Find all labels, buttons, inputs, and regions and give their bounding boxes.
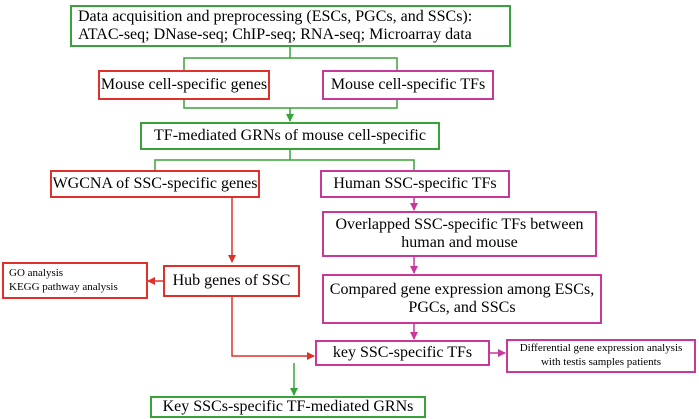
box-key-ssc-specific-tfs: key SSC-specific TFs — [315, 340, 490, 366]
box-wgcna: WGCNA of SSC-specific genes — [50, 170, 260, 198]
connector-merge-grn — [183, 100, 398, 121]
box-overlapped-tfs: Overlapped SSC-specific TFs between huma… — [322, 211, 597, 257]
arrow-hub-keytfs — [231, 297, 315, 360]
box-tf-mediated-grns: TF-mediated GRNs of mouse cell-specific — [140, 122, 440, 150]
box-data-acquisition: Data acquisition and preprocessing (ESCs… — [70, 5, 511, 47]
box-mouse-cell-specific-genes: Mouse cell-specific genes — [98, 70, 270, 100]
box-mouse-cell-specific-tfs: Mouse cell-specific TFs — [322, 70, 494, 100]
connector-data-split — [183, 47, 398, 70]
box-compared-gene-expression: Compared gene expression among ESCs, PGC… — [322, 274, 602, 324]
box-human-ssc-specific-tfs: Human SSC-specific TFs — [320, 170, 510, 198]
connector-grn-split — [154, 150, 415, 170]
box-go-kegg-analysis: GO analysis KEGG pathway analysis — [2, 262, 148, 299]
box-key-sscs-specific-grns: Key SSCs-specific TF-mediated GRNs — [150, 396, 426, 418]
box-differential-gene-expression: Differential gene expression analysis wi… — [506, 339, 696, 373]
box-hub-genes: Hub genes of SSC — [163, 265, 300, 297]
